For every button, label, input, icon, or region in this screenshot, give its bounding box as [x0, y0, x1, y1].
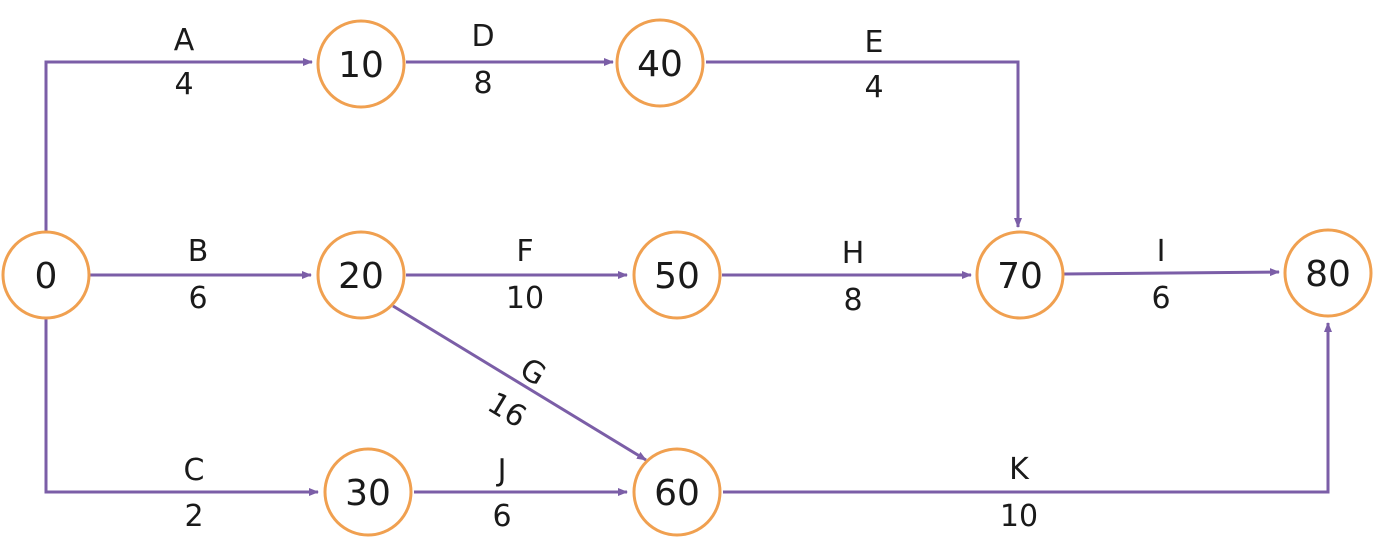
edge-f-name: F [516, 234, 533, 269]
edge-g-line [392, 304, 647, 462]
nodes: 0 10 20 30 40 50 60 70 [1, 18, 1373, 537]
node-0-circle [1, 230, 91, 320]
node-30-label: 30 [345, 473, 391, 514]
edge-j-name: J [496, 453, 507, 488]
edge-f-duration: 10 [506, 281, 544, 316]
node-50-label: 50 [654, 256, 700, 297]
edge-e-line [706, 60, 1022, 228]
node-60: 60 [632, 447, 722, 537]
edge-k-line [723, 322, 1332, 494]
node-50: 50 [632, 230, 722, 320]
edge-d-duration: 8 [473, 66, 492, 101]
edge-c-duration: 2 [184, 499, 203, 534]
node-20-circle [316, 230, 406, 320]
node-40-label: 40 [637, 44, 683, 85]
edge-h-duration: 8 [843, 283, 862, 318]
edge-b-duration: 6 [188, 281, 207, 316]
node-20: 20 [316, 230, 406, 320]
edge-c-line [44, 318, 319, 496]
edge-g-duration: 16 [481, 386, 532, 436]
edge-k-name: K [1009, 452, 1030, 487]
edge-i-duration: 6 [1151, 281, 1170, 316]
edge-a-line [44, 58, 313, 232]
node-10-circle [316, 19, 406, 109]
node-70: 70 [975, 230, 1065, 320]
node-80-label: 80 [1305, 254, 1351, 295]
edges: A 4 B 6 C 2 D 8 E 4 F 10 G 16 H 8 I 6 [44, 19, 1332, 534]
node-40-circle [615, 18, 705, 108]
edge-i-line [1063, 268, 1280, 277]
node-60-label: 60 [654, 473, 700, 514]
edge-a-name: A [174, 23, 195, 58]
node-70-circle [975, 230, 1065, 320]
node-80: 80 [1283, 228, 1373, 318]
node-40: 40 [615, 18, 705, 108]
edge-i-name: I [1157, 234, 1166, 269]
node-20-label: 20 [338, 256, 384, 297]
node-30: 30 [323, 447, 413, 537]
edge-j-duration: 6 [492, 499, 511, 534]
node-30-circle [323, 447, 413, 537]
edge-h-name: H [842, 236, 865, 271]
edge-g-name: G [514, 351, 552, 393]
edge-e-name: E [865, 25, 884, 60]
edge-d-name: D [471, 19, 494, 54]
edge-e-duration: 4 [864, 70, 883, 105]
node-0-label: 0 [35, 256, 58, 297]
edge-k-duration: 10 [1000, 499, 1038, 534]
edge-c-name: C [184, 453, 205, 488]
node-80-circle [1283, 228, 1373, 318]
edge-a-duration: 4 [174, 67, 193, 102]
node-10-label: 10 [338, 45, 384, 86]
node-10: 10 [316, 19, 406, 109]
edge-b-name: B [188, 234, 209, 269]
node-70-label: 70 [997, 256, 1043, 297]
node-50-circle [632, 230, 722, 320]
node-60-circle [632, 447, 722, 537]
node-0: 0 [1, 230, 91, 320]
